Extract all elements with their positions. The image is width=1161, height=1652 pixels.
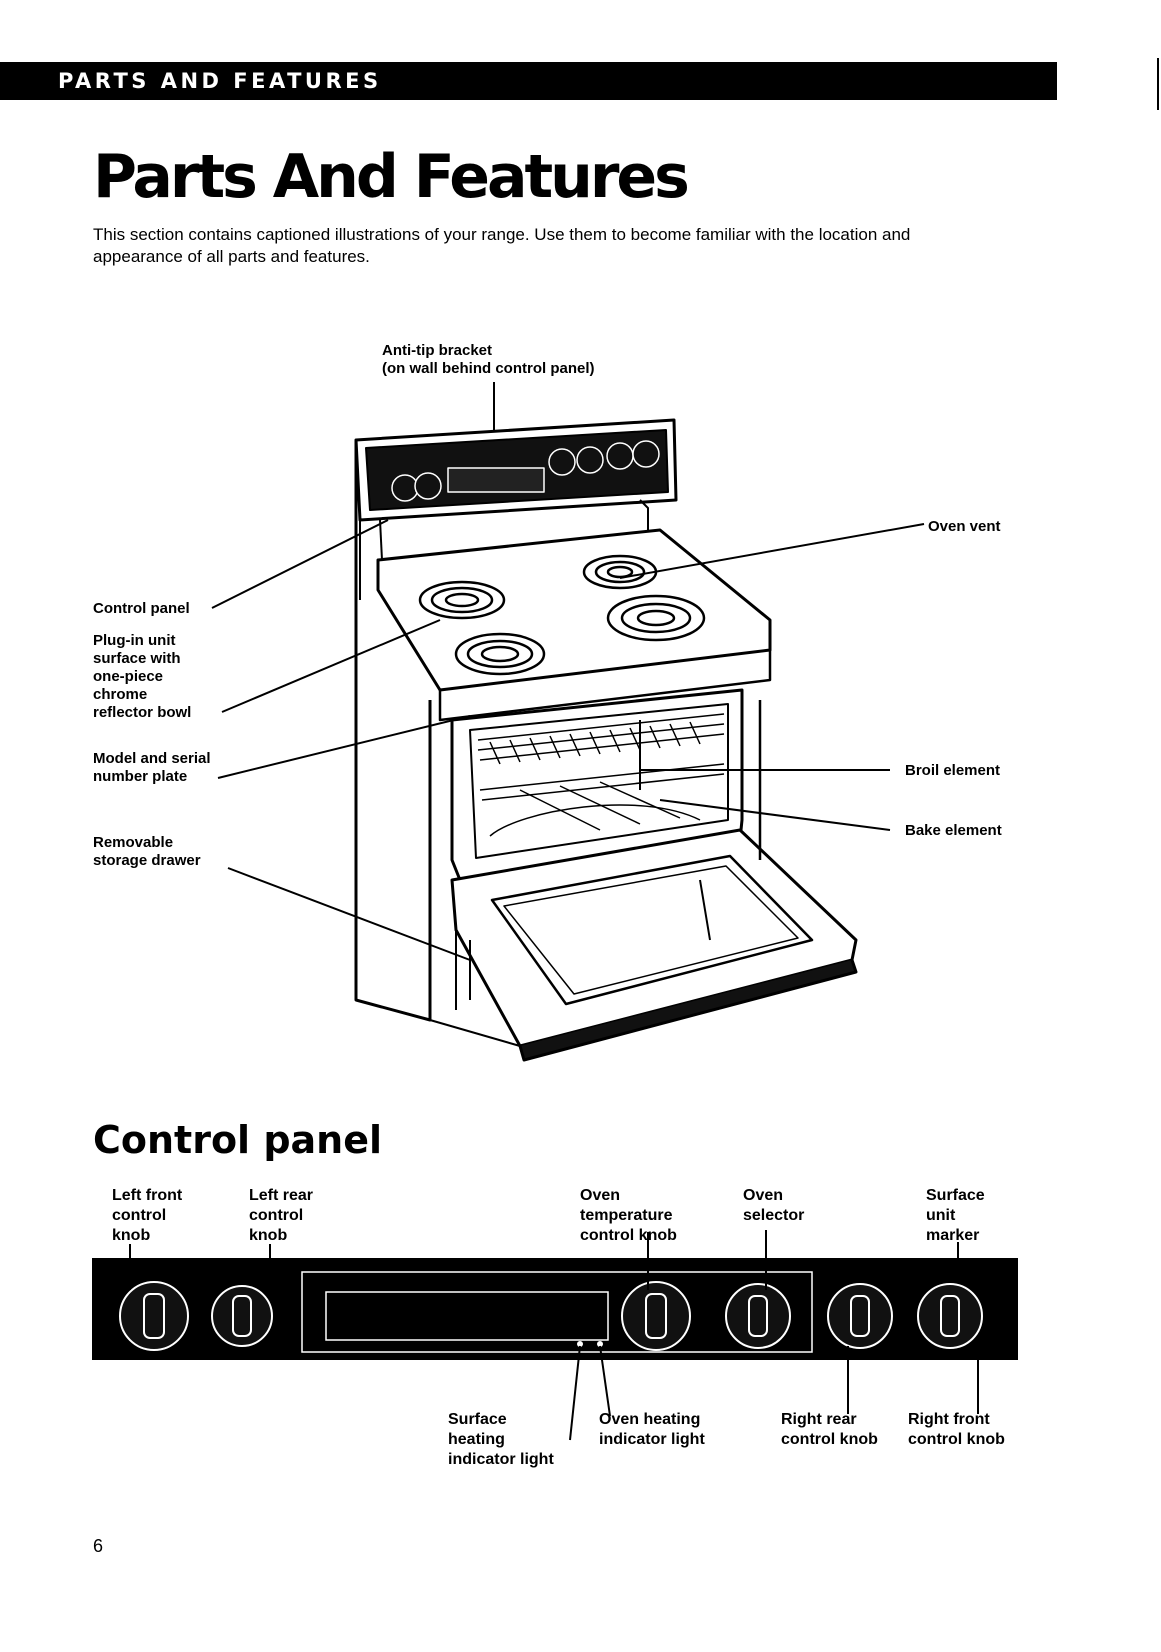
leader-control-panel [211,519,389,609]
label-oven-temp-knob: Oven temperature control knob [580,1187,677,1244]
label-surface-heating-light: Surface heating indicator light [448,1411,554,1468]
label-oven-heating-light: Oven heating indicator light [599,1411,705,1448]
label-model-serial-plate: Model and serial number plate [93,750,211,785]
label-right-rear-knob: Right rear control knob [781,1411,878,1448]
page-number: 6 [93,1536,104,1556]
intro-paragraph: This section contains captioned illustra… [93,225,911,266]
page-edge-mark [1157,58,1159,110]
leader-oven-light [599,1345,611,1417]
label-bake-element: Bake element [905,822,1002,839]
section-header-text: PARTS AND FEATURES [58,69,382,93]
leader-surface-light [569,1345,581,1441]
label-broil-element: Broil element [905,762,1001,779]
leader-bake [659,799,891,831]
leader-storage-drawer [227,867,471,961]
label-left-front-knob: Left front control knob [112,1187,183,1244]
label-storage-drawer: Removable storage drawer [93,834,201,869]
label-control-panel: Control panel [93,600,190,617]
page-title: Parts And Features [93,142,690,212]
label-oven-vent: Oven vent [928,518,1001,535]
label-surface-unit-marker: Surface unit marker [926,1187,985,1244]
control-panel-strip [92,1258,1018,1360]
leader-plug-in [221,619,441,713]
leader-oven-vent [619,523,925,579]
leader-model-serial [217,715,471,779]
label-left-rear-knob: Left rear control knob [249,1187,314,1244]
section-header-bar: PARTS AND FEATURES [0,62,1057,100]
label-anti-tip-bracket: Anti-tip bracket (on wall behind control… [382,342,595,377]
control-panel-heading: Control panel [93,1118,383,1162]
label-right-front-knob: Right front control knob [908,1411,1005,1448]
label-plug-in-unit: Plug-in unit surface with one-piece chro… [93,632,192,721]
label-oven-selector: Oven selector [743,1187,805,1224]
